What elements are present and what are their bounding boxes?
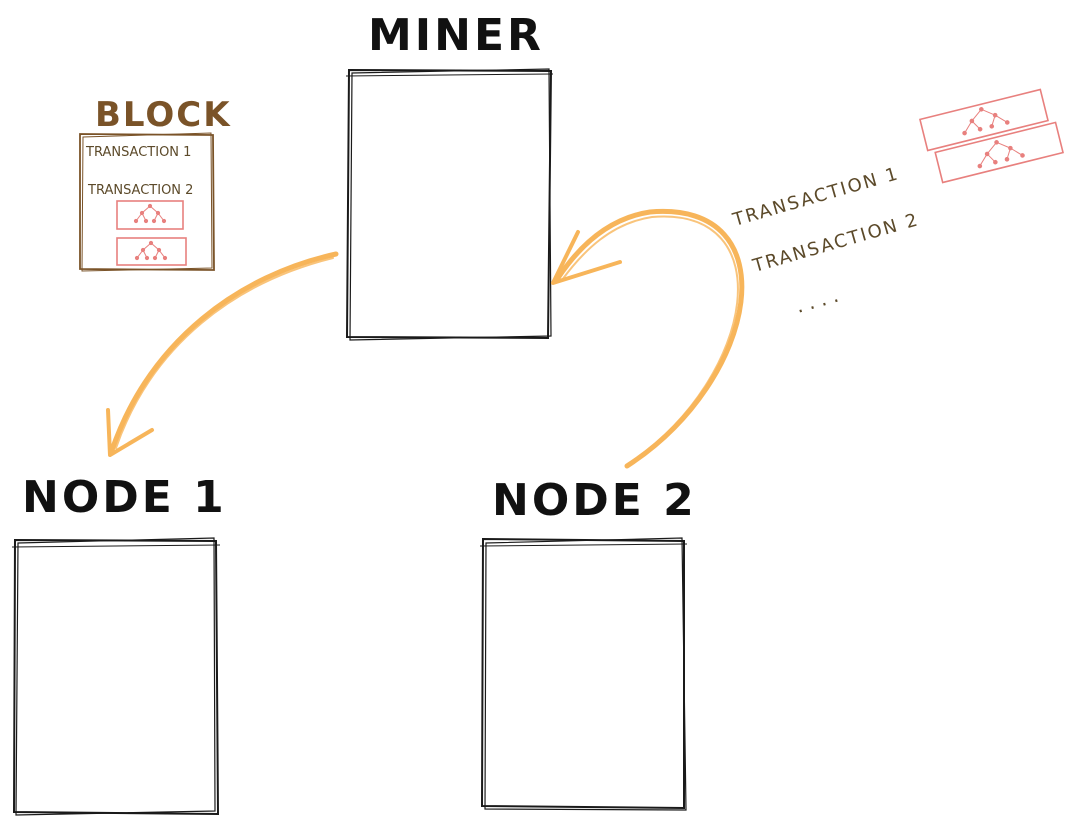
pending-tx-card-2 xyxy=(934,121,1064,184)
block-box xyxy=(79,132,215,272)
block-tx-card-2 xyxy=(116,237,187,266)
merkle-tree-icon xyxy=(962,107,1010,136)
merkle-tree-icon xyxy=(977,139,1025,169)
node2-title: NODE 2 xyxy=(492,475,697,526)
miner-title: MINER xyxy=(368,10,544,61)
node2-box xyxy=(479,537,688,811)
pending-more: .... xyxy=(793,281,847,318)
miner-box xyxy=(345,68,554,341)
merkle-tree-icon xyxy=(133,203,167,224)
block-transaction-2: TRANSACTION 2 xyxy=(87,183,193,198)
block-transaction-1: TRANSACTION 1 xyxy=(85,145,191,160)
block-tx-card-1 xyxy=(116,200,184,230)
block-title: BLOCK xyxy=(95,95,232,135)
pending-tx-card-1 xyxy=(919,88,1049,152)
arrow-node2-to-miner xyxy=(551,209,745,469)
arrow-miner-to-node1 xyxy=(106,251,339,457)
merkle-tree-icon xyxy=(134,240,168,261)
node1-title: NODE 1 xyxy=(22,472,227,523)
node1-box xyxy=(11,537,221,816)
